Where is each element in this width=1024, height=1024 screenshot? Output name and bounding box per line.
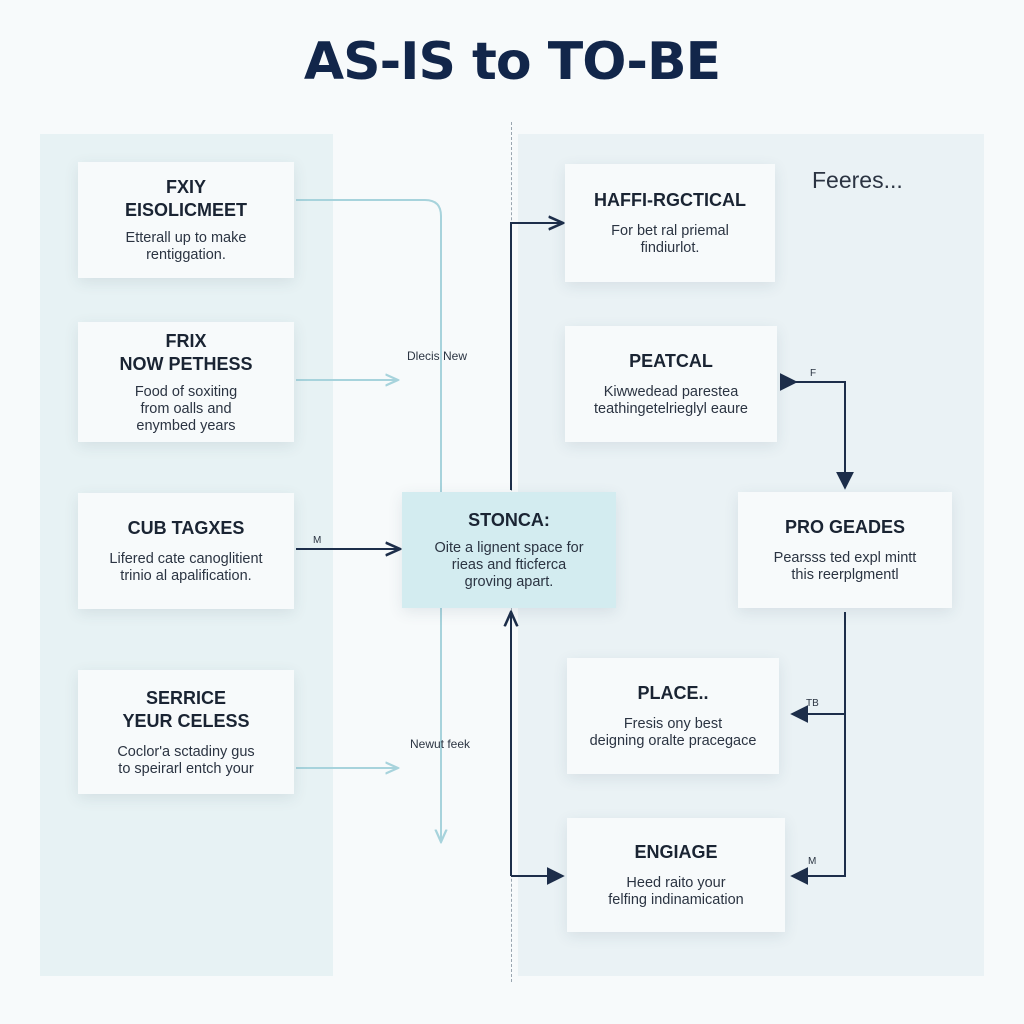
- to-be-card: PLACE.. Fresis ony best deigning oralte …: [567, 658, 779, 774]
- card-description: Pearsss ted expl mintt this reerplgmentl: [773, 550, 917, 583]
- card-title: ENGIAGE: [634, 842, 718, 862]
- mark-tb: TB: [806, 698, 819, 709]
- card-title: SERRICE YEUR CELESS: [122, 687, 250, 731]
- arrow-fxiy-to-down: [296, 199, 441, 842]
- card-description: Kiwwedead parestea teathingetelrieglyl e…: [594, 384, 748, 417]
- card-title: PEATCAL: [629, 351, 713, 371]
- card-title: PRO GEADES: [784, 517, 906, 537]
- card-description: Lifered cate canoglitient trinio al apal…: [109, 551, 263, 584]
- card-description: Food of soxiting from oalls and enymbed …: [134, 383, 238, 434]
- card-title: HAFFI-RGCTICAL: [594, 190, 746, 210]
- card-title: FXIY EISOLICMEET: [124, 177, 247, 220]
- arrow-center-up-to-haffi: [510, 223, 563, 490]
- card-description: Fresis ony best deigning oralte pracegac…: [589, 716, 757, 749]
- connector-label-lower: Newut feek: [410, 737, 471, 751]
- page-title: AS-IS to TO-BE: [303, 32, 721, 92]
- card-title: CUB TAGXES: [127, 518, 245, 538]
- as-is-card: FXIY EISOLICMEET Etterall up to make ren…: [78, 162, 294, 278]
- to-be-card: PRO GEADES Pearsss ted expl mintt this r…: [738, 492, 952, 608]
- mark-m-left: M: [313, 535, 322, 546]
- as-is-card: FRIX NOW PETHESS Food of soxiting from o…: [78, 322, 294, 442]
- card-title: FRIX NOW PETHESS: [119, 330, 253, 374]
- arrow-pro-to-engiage: [790, 714, 846, 885]
- mark-f: F: [810, 368, 817, 379]
- card-description: For bet ral priemal findiurlot.: [611, 223, 729, 256]
- card-description: Oite a lignent space for rieas and fticf…: [434, 540, 584, 590]
- card-description: Etterall up to make rentiggation.: [125, 230, 247, 263]
- card-description: Coclor'a sctadiny gus to speirarl entch …: [117, 743, 255, 777]
- to-be-card: PEATCAL Kiwwedead parestea teathingetelr…: [565, 326, 777, 442]
- card-title: STONCA:: [468, 510, 550, 530]
- to-be-card: HAFFI-RGCTICAL For bet ral priemal findi…: [565, 164, 775, 282]
- card-title: PLACE..: [637, 683, 709, 703]
- connector-label-upper: Dlecis New: [407, 349, 468, 363]
- as-is-card: SERRICE YEUR CELESS Coclor'a sctadiny gu…: [78, 670, 294, 794]
- arrow-peatcal-loop: [779, 373, 854, 490]
- center-card: STONCA: Oite a lignent space for rieas a…: [402, 492, 616, 608]
- corner-label: Feeres...: [812, 167, 903, 193]
- card-description: Heed raito your felfing indinamication: [608, 875, 744, 908]
- mark-m-right: M: [808, 856, 817, 867]
- as-is-card: CUB TAGXES Lifered cate canoglitient tri…: [78, 493, 294, 609]
- to-be-card: ENGIAGE Heed raito your felfing indinami…: [567, 818, 785, 932]
